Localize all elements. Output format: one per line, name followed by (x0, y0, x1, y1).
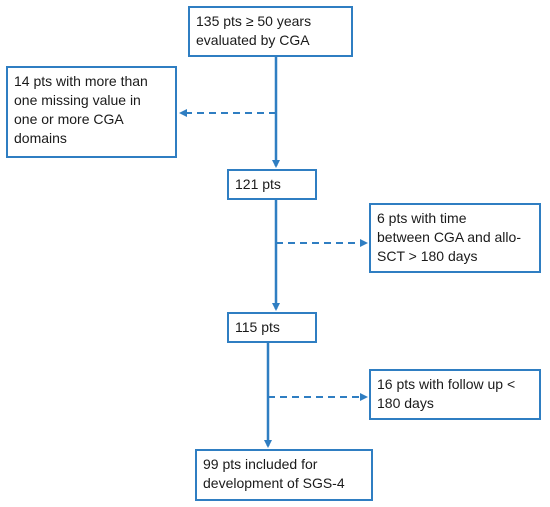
step-box-121: 121 pts (227, 169, 317, 200)
exclusion-box-3: 16 pts with follow up < 180 days (369, 369, 541, 420)
final-box: 99 pts included for development of SGS-4 (195, 449, 373, 501)
exclusion-box-2: 6 pts with time between CGA and allo- SC… (369, 203, 541, 273)
start-box: 135 pts ≥ 50 years evaluated by CGA (188, 6, 353, 57)
exclusion-box-1: 14 pts with more than one missing value … (6, 66, 177, 158)
step-box-115: 115 pts (227, 312, 317, 343)
